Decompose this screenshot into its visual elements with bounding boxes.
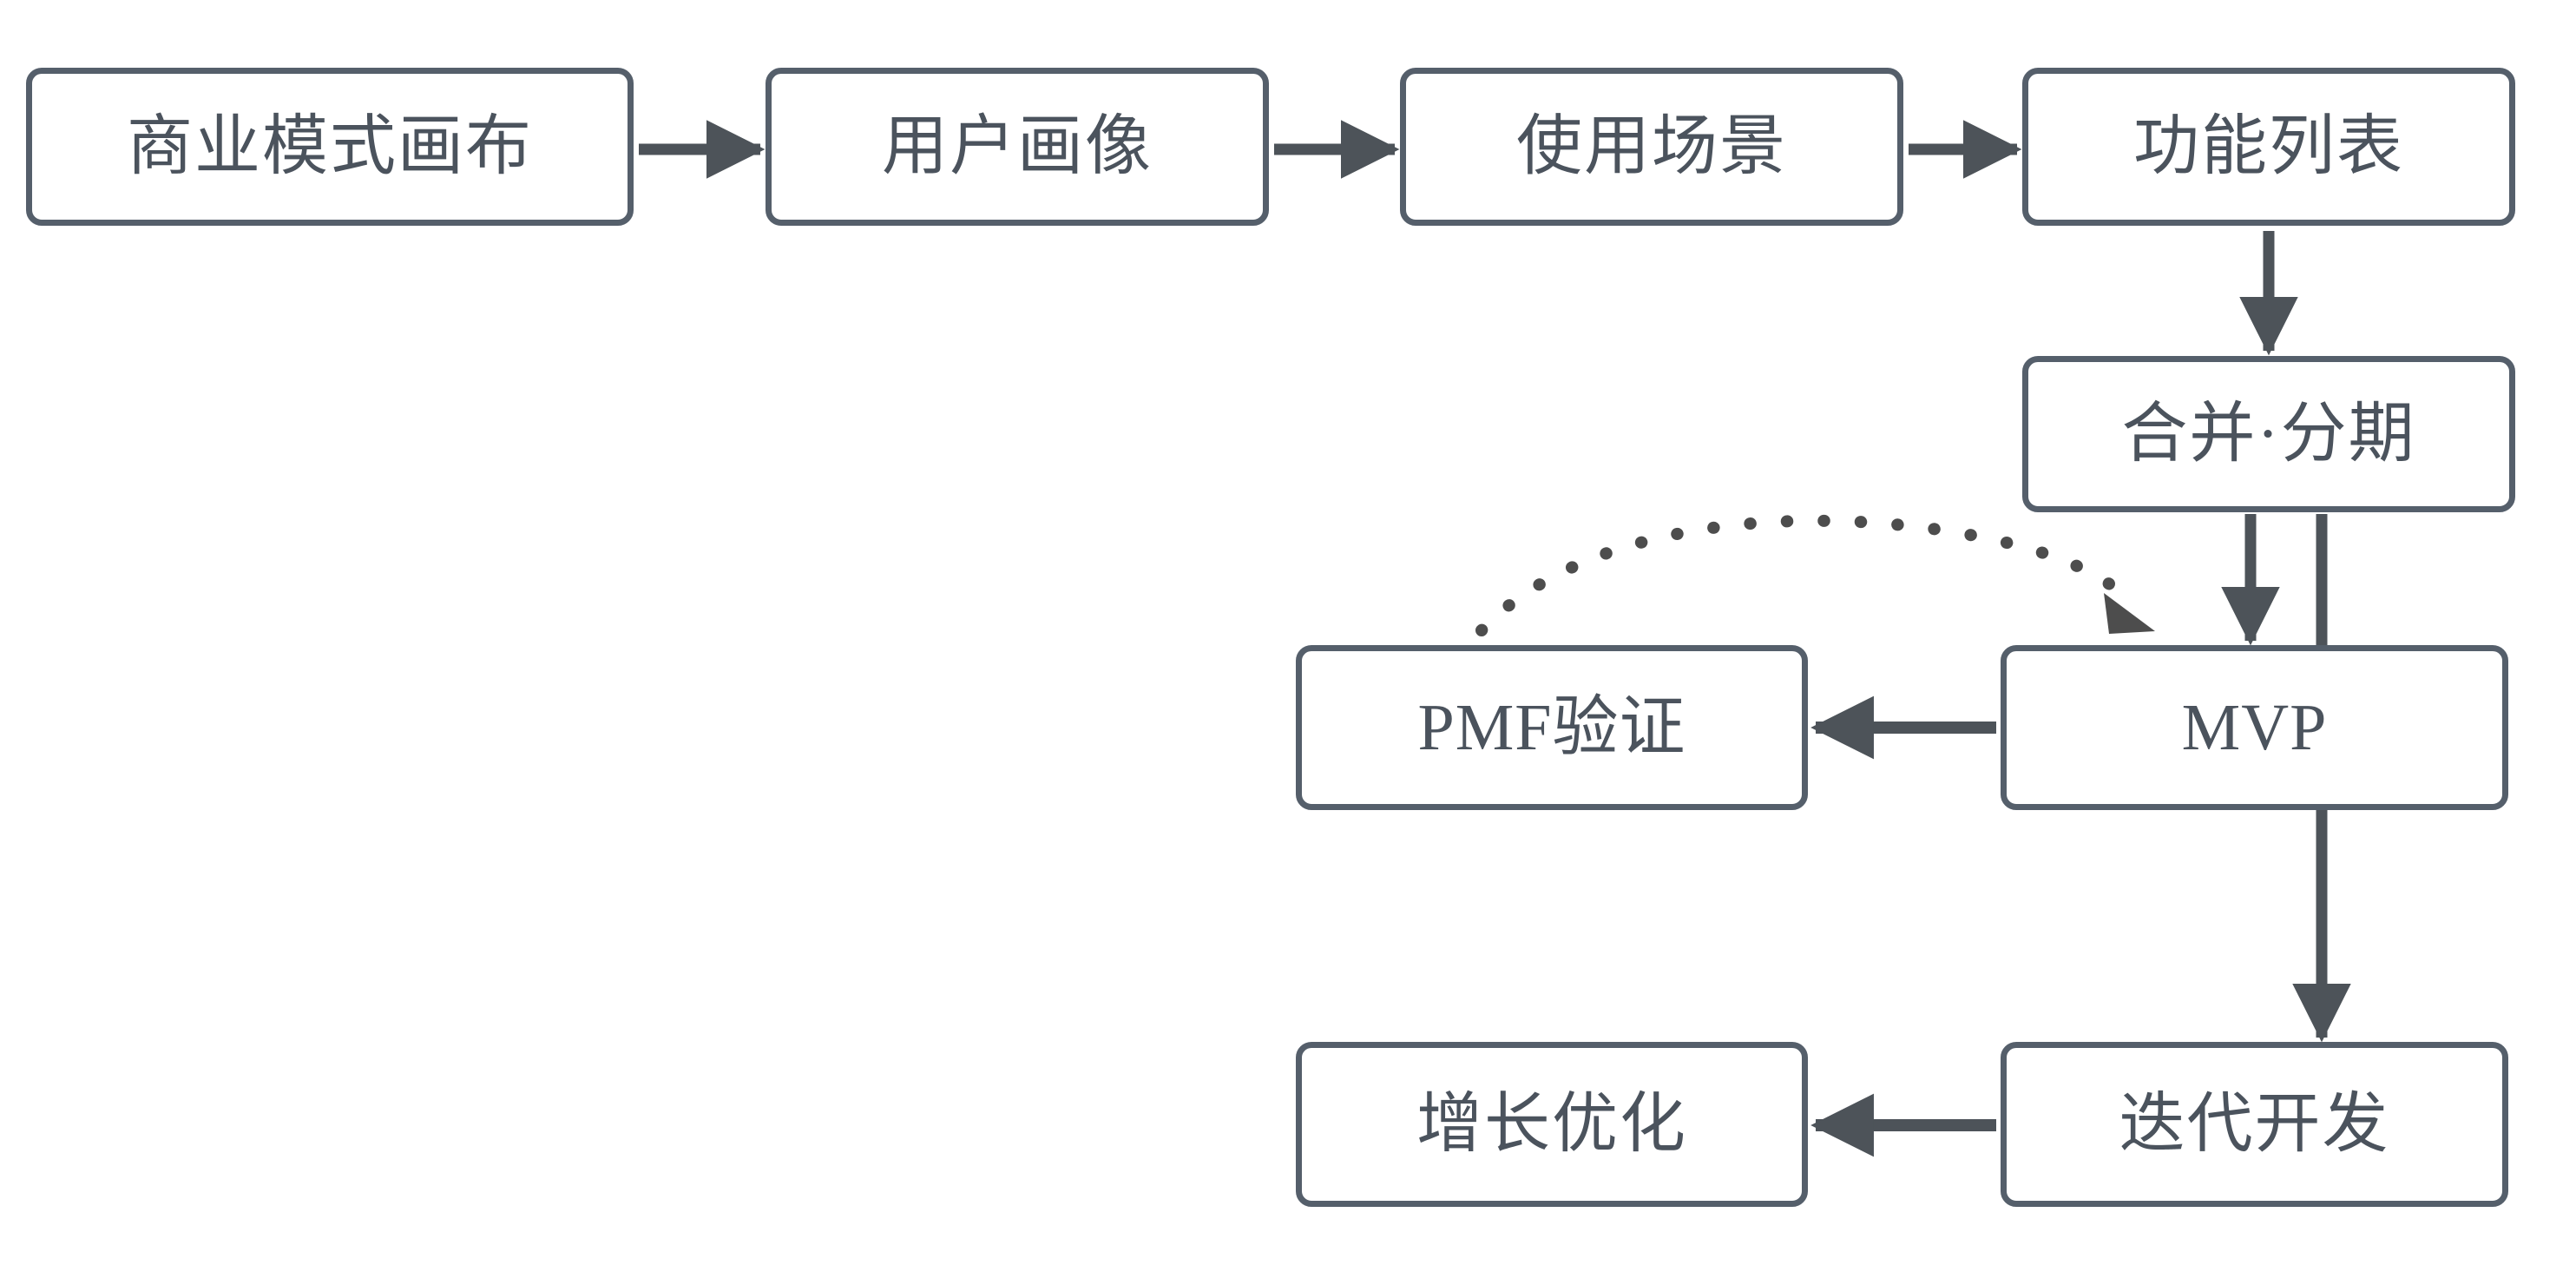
node-label-feature-list: 功能列表 [2133,110,2404,183]
node-iterative-development[interactable]: 迭代开发 [2001,1042,2508,1207]
node-mvp[interactable]: MVP [2001,645,2508,810]
node-label-growth-optimization: 增长优化 [1416,1088,1687,1161]
edge-pmf-to-mvp-feedback [1475,514,2134,636]
node-business-model-canvas[interactable]: 商业模式画布 [26,68,634,226]
node-label-use-cases: 使用场景 [1516,110,1787,183]
node-pmf-validation[interactable]: PMF验证 [1296,645,1808,810]
node-label-iterative-development: 迭代开发 [2119,1088,2390,1161]
node-label-mvp: MVP [2181,691,2328,764]
node-label-business-model-canvas: 商业模式画布 [127,110,533,183]
feedback-arrowhead-icon [2104,593,2155,634]
node-merge-phasing[interactable]: 合并·分期 [2022,356,2515,512]
node-feature-list[interactable]: 功能列表 [2022,68,2515,226]
node-label-user-persona: 用户画像 [882,110,1153,183]
node-label-pmf-validation: PMF验证 [1417,691,1686,764]
node-label-merge-phasing: 合并·分期 [2121,398,2416,471]
node-user-persona[interactable]: 用户画像 [766,68,1269,226]
node-growth-optimization[interactable]: 增长优化 [1296,1042,1808,1207]
node-use-cases[interactable]: 使用场景 [1400,68,1903,226]
